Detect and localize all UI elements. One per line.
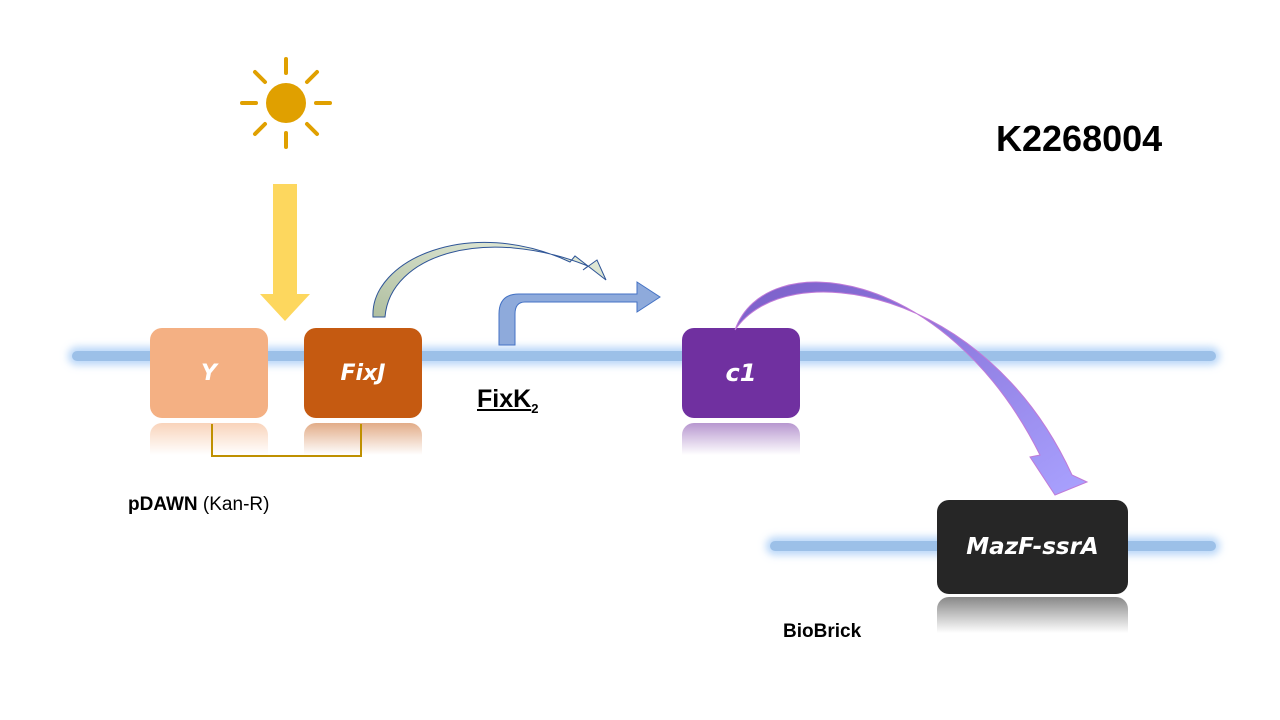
activation-arrow bbox=[372, 241, 607, 318]
y-gene-reflection bbox=[150, 423, 268, 455]
promoter-subscript: 2 bbox=[531, 401, 539, 416]
mazf-gene-reflection bbox=[937, 597, 1128, 633]
y-gene-box: Y bbox=[150, 328, 268, 418]
plasmid-resistance: (Kan-R) bbox=[197, 494, 270, 515]
plasmid-name: pDAWN bbox=[128, 494, 198, 515]
y-gene-label: Y bbox=[201, 360, 217, 386]
c1-gene-label: c1 bbox=[725, 359, 757, 387]
mazf-gene-label: MazF-ssrA bbox=[966, 534, 1099, 560]
c1-gene-box: c1 bbox=[682, 328, 800, 418]
c1-gene-reflection bbox=[682, 423, 800, 455]
repression-arrow bbox=[734, 281, 1089, 496]
fixj-gene-reflection bbox=[304, 423, 422, 455]
promoter-label: FixK2 bbox=[477, 385, 538, 416]
plasmid-label: pDAWN (Kan-R) bbox=[128, 494, 269, 516]
mazf-gene-box: MazF-ssrA bbox=[937, 500, 1128, 594]
biobrick-label: BioBrick bbox=[783, 621, 862, 642]
sun-icon bbox=[240, 57, 332, 149]
promoter-name: FixK bbox=[477, 385, 532, 413]
light-arrow bbox=[260, 184, 310, 321]
fixj-gene-box: FixJ bbox=[304, 328, 422, 418]
fixj-gene-label: FixJ bbox=[340, 360, 386, 386]
fusion-bracket bbox=[211, 424, 362, 457]
plasmid-dna-strand bbox=[72, 351, 1216, 361]
promoter-arrow bbox=[498, 281, 661, 346]
page-title: K2268004 bbox=[996, 118, 1163, 159]
